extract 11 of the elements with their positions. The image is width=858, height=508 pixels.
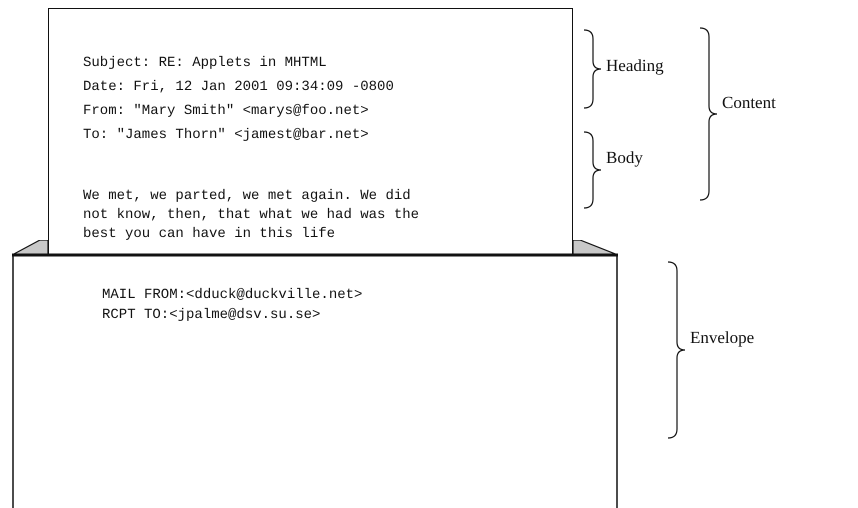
header-line: From: "Mary Smith" <marys@foo.net> (83, 102, 369, 121)
message-paragraph: We met, we parted, we met again. We did not know, then, that what we had was the best you can have in this life (83, 187, 420, 244)
header-line: To: "James Thorn" <jamest@bar.net> (83, 126, 369, 145)
bracket-label: Body (606, 148, 643, 168)
bracket-label: Envelope (690, 328, 754, 348)
envelope-line: MAIL FROM:<dduck@duckville.net> (102, 286, 362, 305)
envelope-line: RCPT TO:<jpalme@dsv.su.se> (102, 306, 320, 325)
bracket-label: Heading (606, 56, 664, 76)
bracket-label: Content (722, 93, 776, 113)
header-line: Subject: RE: Applets in MHTML (83, 54, 327, 73)
header-line: Date: Fri, 12 Jan 2001 09:34:09 -0800 (83, 78, 394, 97)
